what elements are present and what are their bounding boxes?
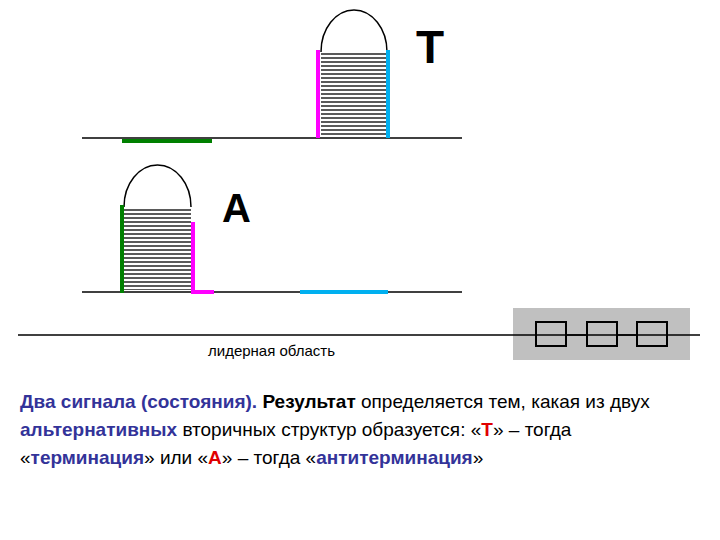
antiterminator-hairpin	[82, 165, 462, 293]
highlighted-word: (состояния).	[141, 391, 257, 412]
region-label: лидерная область	[208, 342, 335, 359]
highlighted-word: сигнала	[61, 391, 136, 412]
caption-text: Два сигнала (состояния). Результат опред…	[20, 388, 710, 472]
terminator-hairpin	[82, 10, 462, 141]
highlighted-word: терминация	[31, 447, 144, 468]
highlighted-word: А	[208, 447, 222, 468]
highlighted-word: Т	[481, 419, 493, 440]
highlighted-word: альтернативных	[20, 419, 177, 440]
highlighted-word: антитерминация	[316, 447, 472, 468]
highlighted-word: Два	[20, 391, 56, 412]
state-letter: А	[222, 188, 251, 228]
operon-line	[18, 308, 700, 360]
state-letter: Т	[416, 24, 444, 70]
highlighted-word: Результат	[262, 391, 355, 412]
